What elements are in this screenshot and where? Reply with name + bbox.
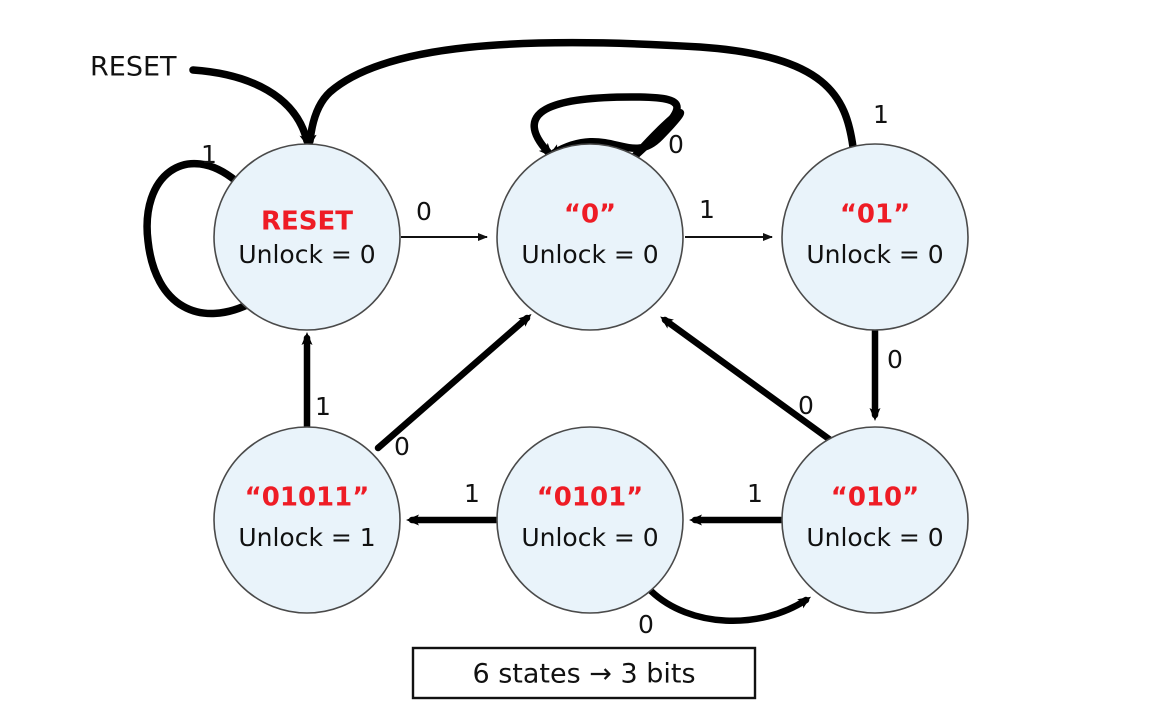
state-circle-zeroonezero[interactable] (781, 426, 969, 614)
state-output-zeroone: Unlock = 0 (806, 240, 943, 269)
edge-zeroonezeroone-to-zeroonezero (647, 587, 812, 624)
state-circle-zeroonezerooneone[interactable] (213, 426, 401, 614)
edge-label-zeroonezero-to-zero: 0 (798, 391, 814, 420)
state-node-zeroone[interactable]: “01” Unlock = 0 (781, 143, 969, 331)
state-circle-zeroone[interactable] (781, 143, 969, 331)
edge-label-zeroonezero-to-zeroonezeroone: 1 (747, 479, 763, 508)
state-label-zeroone: “01” (840, 200, 910, 230)
note-box: 6 states → 3 bits (411, 646, 757, 700)
state-output-zeroonezeroone: Unlock = 0 (521, 523, 658, 552)
external-reset-input-label: RESET (90, 52, 177, 83)
edge-label-zero-self-loop: 0 (668, 130, 684, 159)
state-label-zeroonezerooneone: “01011” (245, 483, 370, 513)
edge-label-zeroonezerooneone-to-reset: 1 (315, 392, 331, 421)
state-node-zeroonezerooneone[interactable]: “01011” Unlock = 1 (213, 426, 401, 614)
state-output-reset: Unlock = 0 (238, 240, 375, 269)
edge-label-zeroonezerooneone-to-zero: 0 (394, 432, 410, 461)
state-node-reset[interactable]: RESET Unlock = 0 (213, 143, 401, 331)
edge-label-zeroonezeroone-to-zeroonezerooneone: 1 (464, 479, 480, 508)
edge-label-zero-to-zeroone: 1 (699, 195, 715, 224)
state-label-zero: “0” (564, 200, 616, 230)
edge-zeroonezero-to-zero (660, 316, 844, 451)
edge-label-reset-self-loop: 1 (201, 140, 217, 169)
note-box-frame (411, 646, 757, 700)
state-circle-reset[interactable] (213, 143, 401, 331)
state-node-zeroonezero[interactable]: “010” Unlock = 0 (781, 426, 969, 614)
edge-zeroonezerooneone-to-zero (374, 314, 532, 452)
state-label-reset: RESET (261, 207, 353, 237)
state-circle-zeroonezeroone[interactable] (496, 426, 684, 614)
edge-external-reset-input (189, 66, 312, 148)
note-box-text: 6 states → 3 bits (472, 659, 695, 690)
edge-label-zeroone-to-reset: 1 (873, 100, 889, 129)
edge-zeroone-to-reset (304, 38, 857, 151)
state-circle-zero[interactable] (496, 143, 684, 331)
edge-zero-self-loop (530, 93, 685, 160)
state-output-zeroonezero: Unlock = 0 (806, 523, 943, 552)
state-output-zeroonezerooneone: Unlock = 1 (238, 523, 375, 552)
edge-label-zeroonezeroone-to-zeroonezero: 0 (638, 610, 654, 639)
state-node-zeroonezeroone[interactable]: “0101” Unlock = 0 (496, 426, 684, 614)
state-label-zeroonezeroone: “0101” (537, 483, 644, 513)
state-output-zero: Unlock = 0 (521, 240, 658, 269)
state-node-zero[interactable]: “0” Unlock = 0 (496, 143, 684, 331)
edge-reset-self-loop (143, 159, 260, 318)
edge-label-zeroone-to-zeroonezero: 0 (887, 345, 903, 374)
state-label-zeroonezero: “010” (831, 483, 919, 513)
edge-label-reset-to-zero: 0 (416, 197, 432, 226)
